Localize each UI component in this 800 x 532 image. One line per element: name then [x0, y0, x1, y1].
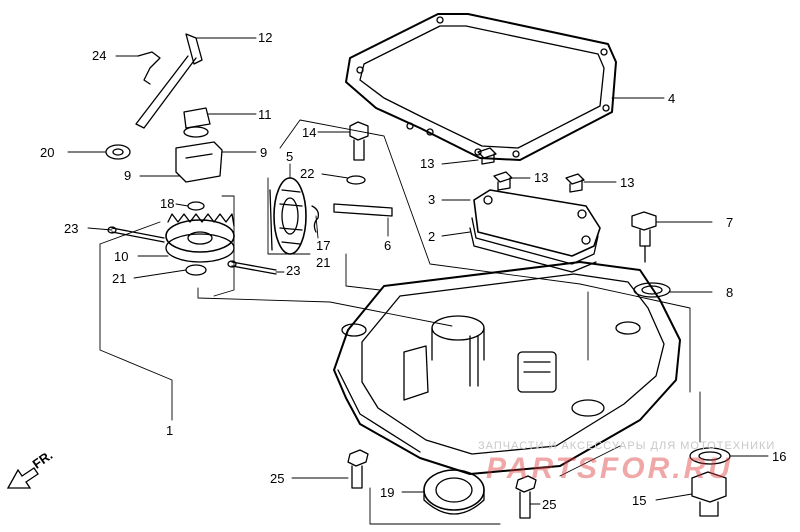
bolt-13a [477, 147, 497, 165]
plug-15 [691, 471, 727, 517]
callout-4: 4 [668, 91, 676, 106]
callout-23a: 23 [64, 221, 79, 236]
watermark-brand: PARTSFOR.RU [486, 452, 733, 485]
callout-24: 24 [92, 48, 107, 63]
bracket-9 [175, 141, 223, 183]
callout-15: 15 [632, 493, 647, 508]
clip-17 [311, 205, 320, 233]
washer-20 [105, 144, 131, 160]
pin-24 [137, 51, 161, 85]
bolt-13c [565, 173, 585, 193]
callout-12: 12 [258, 30, 273, 45]
bolt-25a [347, 449, 369, 489]
callout-19: 19 [380, 485, 395, 500]
leader-lines [67, 37, 769, 525]
screw-23b [227, 260, 277, 275]
callout-20: 20 [40, 145, 55, 160]
cap-11 [183, 107, 211, 138]
callout-22: 22 [300, 166, 315, 181]
oil-plug-part [631, 211, 671, 298]
callout-18: 18 [160, 196, 175, 211]
watermark-tagline: ЗАПЧАСТИ И АКСЕССУАРЫ ДЛЯ МОТОТЕХНИКИ [478, 440, 776, 452]
screw-23a [107, 226, 165, 243]
callout-9a: 9 [260, 145, 268, 160]
bolt-25b [515, 475, 537, 519]
callout-13c: 13 [620, 175, 635, 190]
cover-plate-part [469, 189, 601, 273]
bolt-14 [346, 121, 369, 185]
gear-5 [269, 177, 307, 255]
governor-gear-10 [165, 201, 235, 276]
callout-13a: 13 [420, 156, 435, 171]
callout-14: 14 [302, 125, 317, 140]
callout-16: 16 [772, 449, 787, 464]
callout-25a: 25 [270, 471, 285, 486]
callout-5: 5 [286, 149, 294, 164]
callout-2: 2 [428, 229, 436, 244]
oil-seal-19 [423, 469, 485, 515]
callout-9b: 9 [124, 168, 132, 183]
callout-3: 3 [428, 192, 436, 207]
callout-6: 6 [384, 238, 392, 253]
callout-23b: 23 [286, 263, 301, 278]
callout-13b: 13 [534, 170, 549, 185]
callout-17: 17 [316, 238, 331, 253]
front-direction-arrow [6, 467, 39, 489]
gasket-part [345, 13, 617, 161]
callout-1: 1 [166, 423, 174, 438]
callout-25b: 25 [542, 497, 557, 512]
callout-8: 8 [726, 285, 734, 300]
callout-11: 11 [258, 107, 272, 122]
dowel-pin-6 [333, 203, 393, 217]
callout-21a: 21 [112, 271, 127, 286]
shaft-12 [135, 33, 203, 129]
callout-10: 10 [114, 249, 129, 264]
crankcase-part [333, 261, 681, 475]
callout-7: 7 [726, 215, 734, 230]
callout-21b: 21 [316, 255, 331, 270]
bolt-13b [493, 171, 513, 191]
